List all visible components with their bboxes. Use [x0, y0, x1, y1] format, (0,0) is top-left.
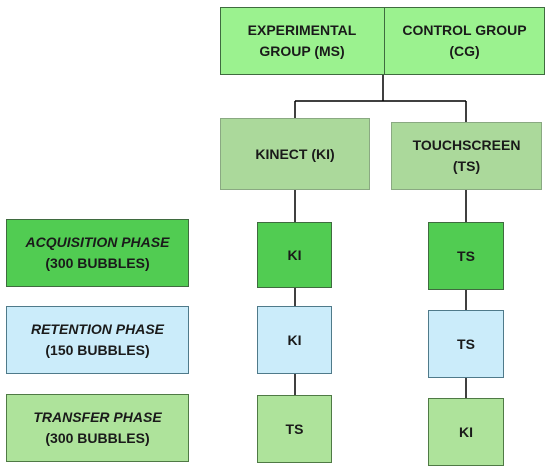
acquisition-phase-name: ACQUISITION PHASE	[25, 234, 170, 250]
retention-phase-detail: (150 BUBBLES)	[45, 342, 150, 358]
kinect-transfer-cell: TS	[257, 395, 332, 463]
kinect-retention-cell: KI	[257, 306, 332, 374]
touchscreen-acquisition-value: TS	[457, 247, 475, 264]
group-box	[220, 7, 545, 75]
control-group-label: CONTROL GROUP (CG)	[384, 7, 545, 75]
group-divider	[384, 8, 385, 74]
control-line1: CONTROL GROUP	[402, 22, 527, 38]
kinect-acquisition-cell: KI	[257, 222, 332, 288]
touchscreen-box: TOUCHSCREEN (TS)	[391, 122, 542, 190]
retention-phase-box: RETENTION PHASE (150 BUBBLES)	[6, 306, 189, 374]
transfer-phase-detail: (300 BUBBLES)	[45, 430, 150, 446]
touchscreen-acquisition-cell: TS	[428, 222, 504, 290]
touchscreen-retention-value: TS	[457, 335, 475, 352]
touchscreen-line2: (TS)	[452, 158, 481, 174]
touchscreen-transfer-cell: KI	[428, 398, 504, 466]
kinect-retention-value: KI	[287, 331, 302, 348]
acquisition-phase-detail: (300 BUBBLES)	[45, 255, 150, 271]
experimental-line1: EXPERIMENTAL	[247, 22, 357, 38]
touchscreen-line1: TOUCHSCREEN	[412, 137, 521, 153]
control-line2: (CG)	[449, 43, 480, 59]
acquisition-phase-box: ACQUISITION PHASE (300 BUBBLES)	[6, 219, 189, 287]
experimental-group-label: EXPERIMENTAL GROUP (MS)	[220, 7, 384, 75]
kinect-acquisition-value: KI	[287, 246, 302, 263]
kinect-label: KINECT (KI)	[255, 145, 335, 162]
touchscreen-retention-cell: TS	[428, 310, 504, 378]
touchscreen-transfer-value: KI	[459, 423, 473, 440]
transfer-phase-name: TRANSFER PHASE	[33, 409, 162, 425]
kinect-transfer-value: TS	[285, 420, 304, 437]
transfer-phase-box: TRANSFER PHASE (300 BUBBLES)	[6, 394, 189, 462]
kinect-box: KINECT (KI)	[220, 118, 370, 190]
experimental-line2: GROUP (MS)	[259, 43, 345, 59]
retention-phase-name: RETENTION PHASE	[30, 321, 164, 337]
